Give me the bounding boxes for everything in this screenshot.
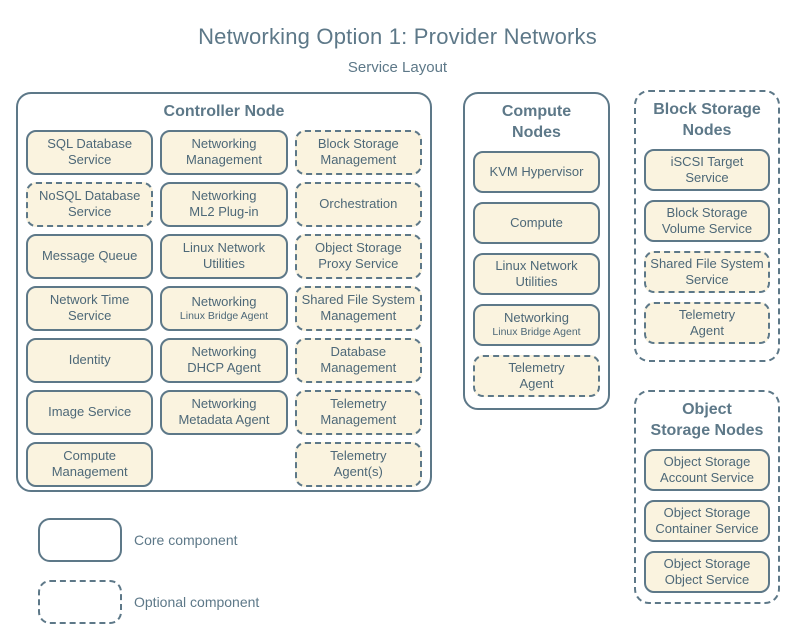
message-queue: Message Queue xyxy=(26,233,154,279)
controller-node-group-title: Controller Node xyxy=(163,103,285,120)
compute: Compute xyxy=(473,201,600,244)
legend: Core component Optional component xyxy=(38,518,259,642)
legend-row-optional: Optional component xyxy=(38,580,259,624)
legend-core-label: Core component xyxy=(134,532,238,548)
page-subtitle: Service Layout xyxy=(347,59,448,76)
networking-linux-bridge-agent-sublabel: Linux Bridge Agent xyxy=(492,326,581,339)
legend-optional-label: Optional component xyxy=(134,594,260,610)
networking-linux-bridge-agent-sublabel: Linux Bridge Agent xyxy=(179,309,269,322)
legend-row-core: Core component xyxy=(38,518,259,562)
optional-component-swatch xyxy=(38,580,122,624)
identity: Identity xyxy=(26,337,154,383)
kvm-hypervisor: KVM Hypervisor xyxy=(473,150,600,193)
image-service: Image Service xyxy=(26,389,154,435)
core-component-swatch xyxy=(38,518,122,562)
page-title: Networking Option 1: Provider Networks xyxy=(198,24,597,49)
diagram-header: Networking Option 1: Provider Networks S… xyxy=(0,24,795,76)
orchestration: Orchestration xyxy=(294,181,422,227)
